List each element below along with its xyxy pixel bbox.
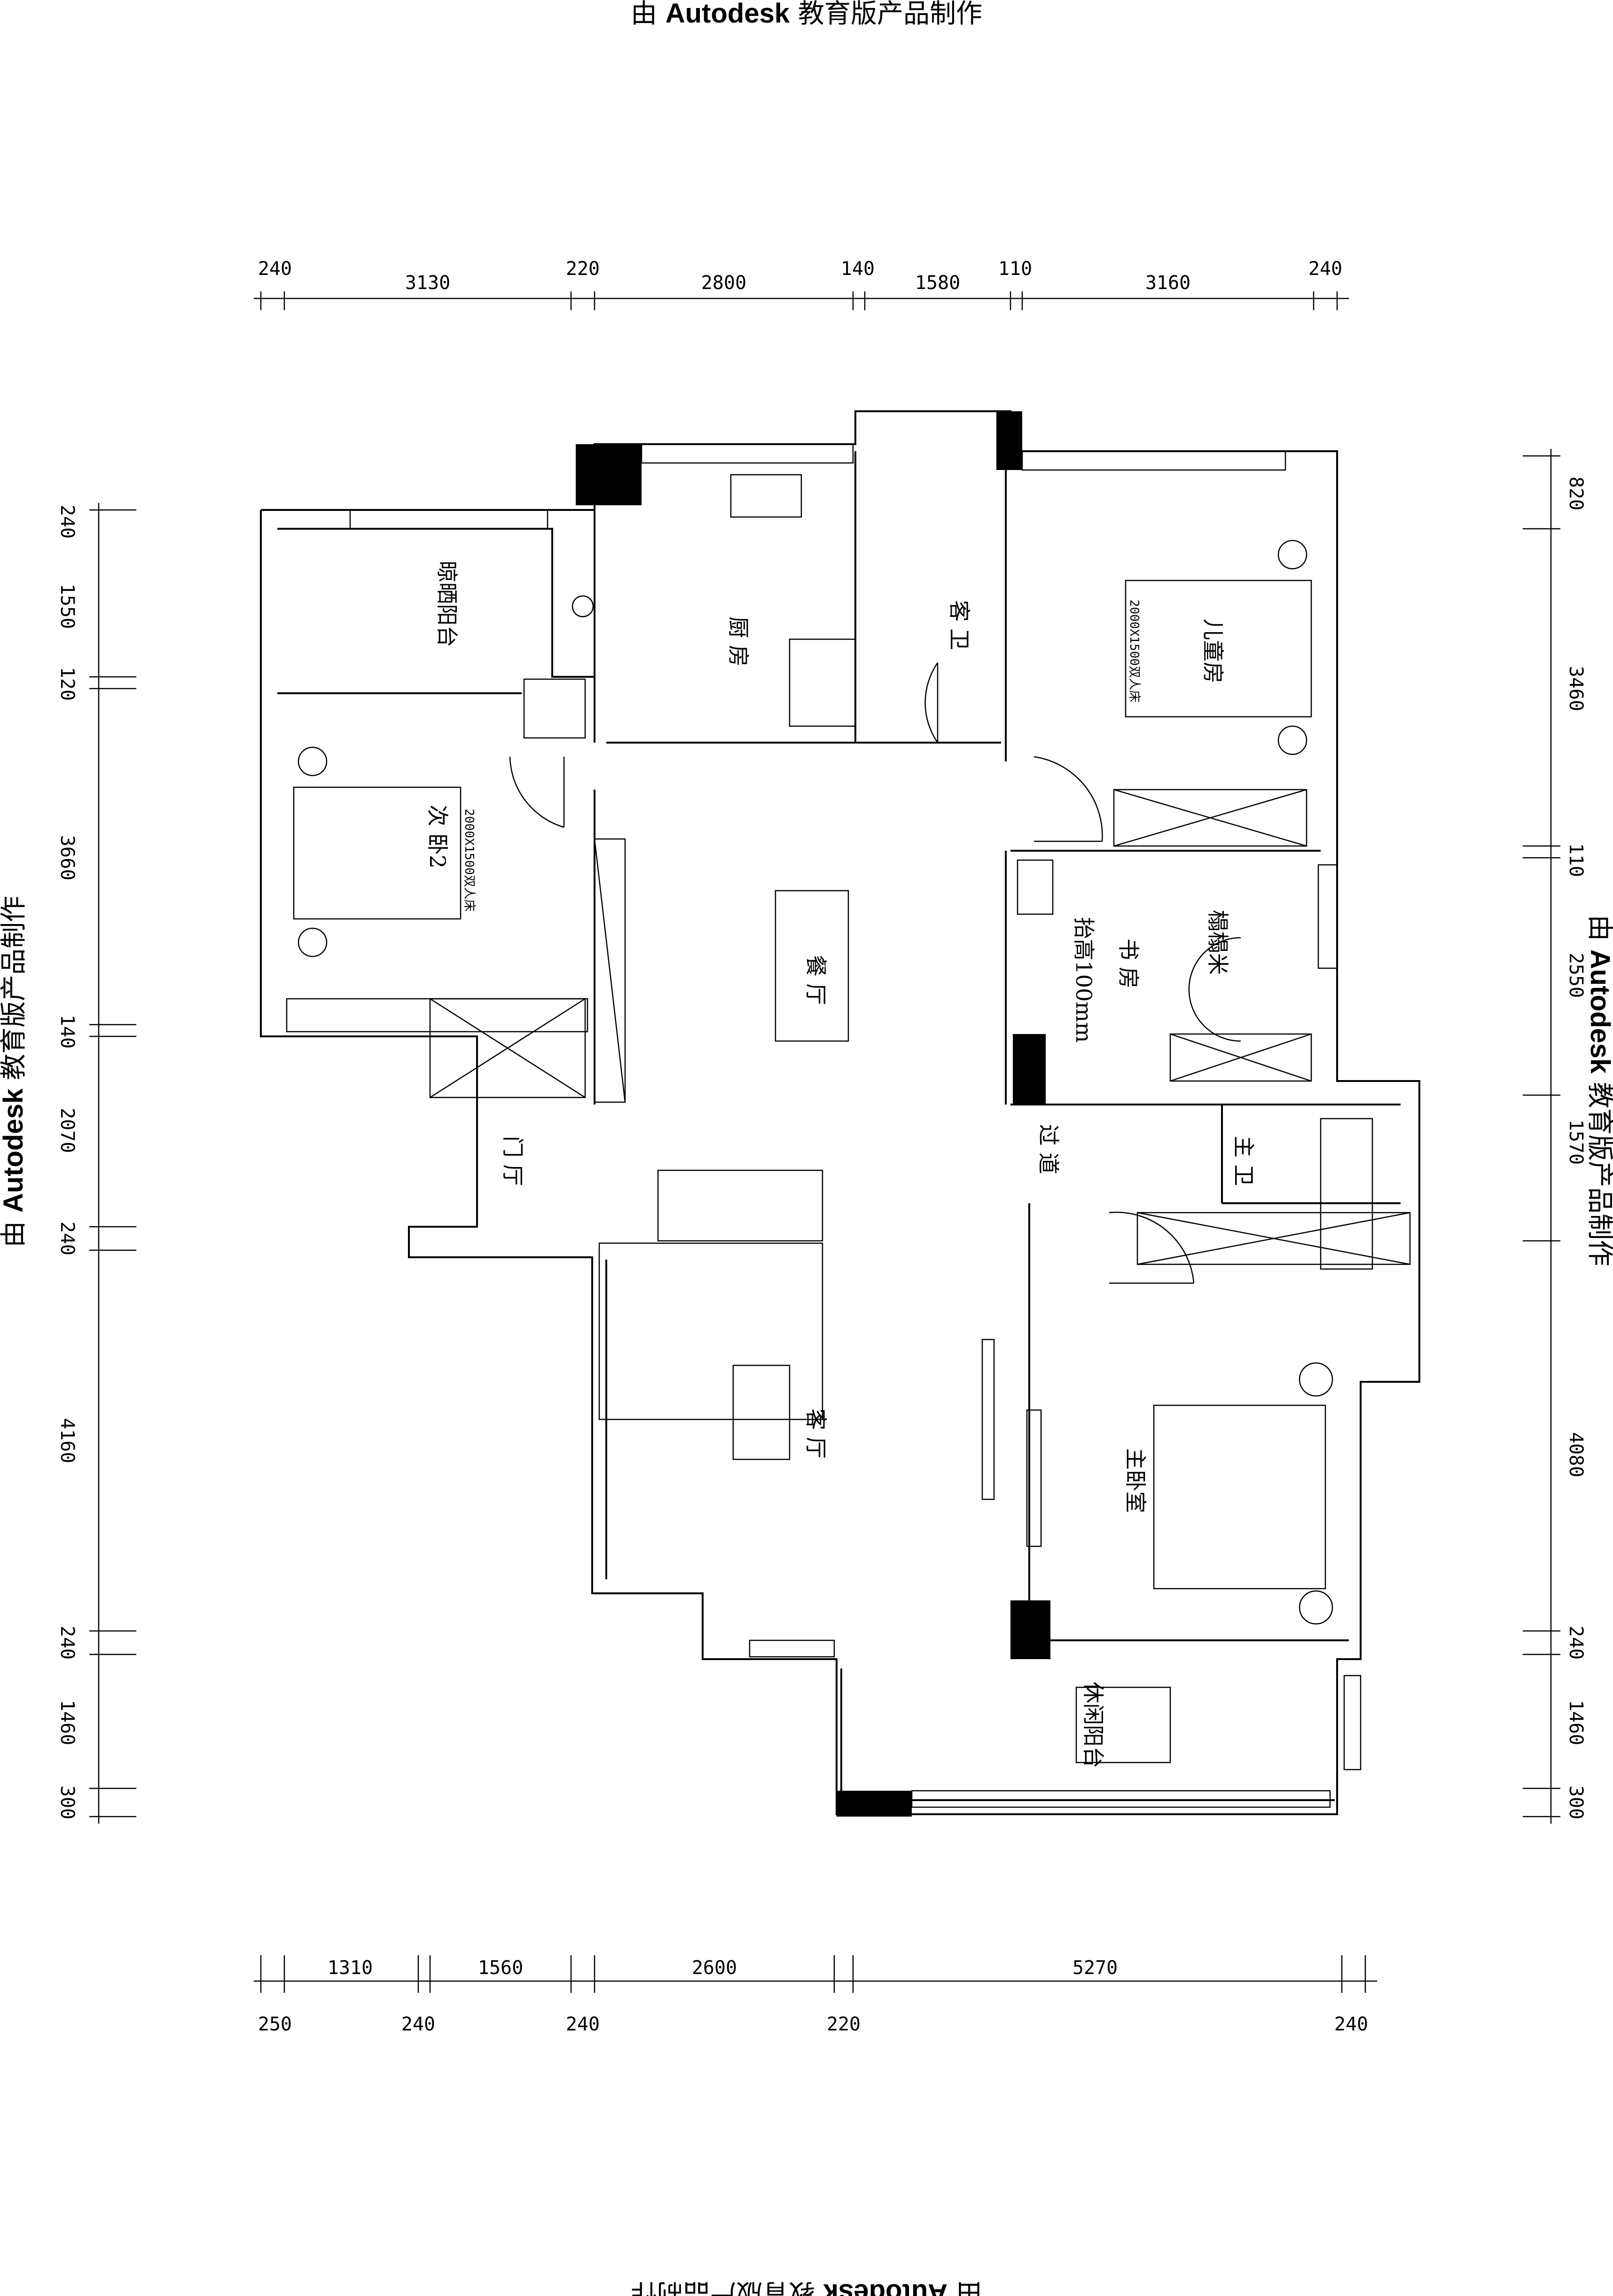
dim-top-5: 140 — [841, 258, 875, 280]
dim-top-9: 240 — [1308, 258, 1342, 280]
label-study: 书 房 — [1116, 939, 1141, 989]
dim-right-6: 4080 — [1565, 1432, 1587, 1477]
dim-bottom-5: 250 — [258, 2014, 292, 2035]
dim-left-3: 120 — [56, 667, 78, 701]
label-kitchen: 厨 房 — [726, 617, 751, 667]
dim-right-9: 300 — [1565, 1786, 1587, 1819]
dim-right-3: 110 — [1565, 843, 1587, 877]
dim-bottom-2: 1560 — [478, 1957, 523, 1979]
cabinets — [286, 678, 1411, 1270]
label-bed-spec-1: 2000X1500双人床 — [1127, 600, 1141, 703]
label-tatami: 榻榻米 — [1205, 910, 1230, 975]
label-kids-room: 儿童房 — [1200, 619, 1226, 683]
doors — [509, 662, 1241, 1284]
label-guest-bath: 客 卫 — [947, 600, 972, 650]
dim-bottom-3: 2600 — [692, 1957, 737, 1979]
dim-top-3: 220 — [566, 258, 600, 280]
label-master-bedroom: 主卧室 — [1123, 1448, 1148, 1513]
label-leisure-balcony: 休闲阳台 — [1081, 1682, 1106, 1768]
dim-left-9: 240 — [56, 1626, 78, 1660]
label-dining: 餐 厅 — [803, 955, 829, 1005]
dim-bottom-4: 5270 — [1073, 1957, 1118, 1979]
dim-bottom-8: 220 — [827, 2014, 861, 2035]
label-corridor: 过 道 — [1036, 1124, 1061, 1175]
label-laundry-balcony: 晾晒阳台 — [434, 561, 460, 647]
dim-left-7: 240 — [56, 1222, 78, 1255]
dim-bottom-6: 240 — [401, 2014, 435, 2035]
structural-columns — [576, 411, 1050, 1817]
watermark-right: 由 Autodesk 教育版产品制作 — [1584, 915, 1613, 1266]
dim-left-5: 140 — [56, 1015, 78, 1049]
dimension-line-bottom: 1310 1560 2600 5270 250 240 240 220 240 — [254, 1955, 1377, 2035]
dim-left-1: 240 — [56, 505, 78, 539]
label-foyer: 门 厅 — [500, 1136, 525, 1186]
dim-bottom-7: 240 — [566, 2014, 600, 2035]
dim-left-10: 1460 — [56, 1700, 78, 1745]
dim-right-8: 1460 — [1565, 1700, 1587, 1745]
watermark-top: 由 Autodesk 教育版产品制作 — [631, 0, 982, 29]
label-study-note: 抬高100mm — [1071, 917, 1096, 1042]
beds — [293, 540, 1333, 1625]
label-second-bedroom: 次 卧2 — [425, 805, 450, 869]
label-bed-spec-2: 2000X1500双人床 — [462, 809, 476, 912]
dim-bottom-9: 240 — [1334, 2014, 1368, 2035]
dimension-line-top: 240 3130 220 2800 140 1580 110 3160 240 — [254, 258, 1349, 310]
dim-top-2: 3130 — [405, 272, 450, 294]
room-labels: 晾晒阳台 厨 房 客 卫 儿童房 2000X1500双人床 次 卧2 2000X… — [425, 561, 1256, 1768]
furniture — [572, 474, 1171, 1763]
dim-right-7: 240 — [1565, 1626, 1587, 1660]
dim-left-2: 1550 — [56, 584, 78, 629]
label-master-bath: 主 卫 — [1231, 1136, 1256, 1186]
label-living: 客 厅 — [803, 1409, 829, 1459]
dim-right-4: 2550 — [1565, 953, 1587, 998]
watermark-left: 由 Autodesk 教育版产品制作 — [0, 896, 29, 1247]
dimension-line-left: 240 1550 120 3660 140 2070 240 4160 240 … — [56, 503, 136, 1824]
windows — [349, 443, 1362, 1808]
watermark-bottom: 由 Autodesk 教育版产品制作 — [631, 2278, 982, 2296]
dim-right-2: 3460 — [1565, 666, 1587, 711]
dim-right-1: 820 — [1565, 477, 1587, 510]
dim-top-4: 2800 — [701, 272, 746, 294]
dim-top-8: 3160 — [1145, 272, 1190, 294]
dim-top-1: 240 — [258, 258, 292, 280]
dim-left-4: 3660 — [56, 835, 78, 880]
dim-left-6: 2070 — [56, 1108, 78, 1153]
dim-top-7: 110 — [998, 258, 1032, 280]
dimension-line-right: 820 3460 110 2550 1570 4080 240 1460 300 — [1523, 449, 1587, 1824]
dim-left-11: 300 — [56, 1786, 78, 1819]
dim-left-8: 4160 — [56, 1418, 78, 1463]
dim-right-5: 1570 — [1565, 1120, 1587, 1165]
dim-bottom-1: 1310 — [328, 1957, 373, 1979]
dim-top-6: 1580 — [915, 272, 960, 294]
